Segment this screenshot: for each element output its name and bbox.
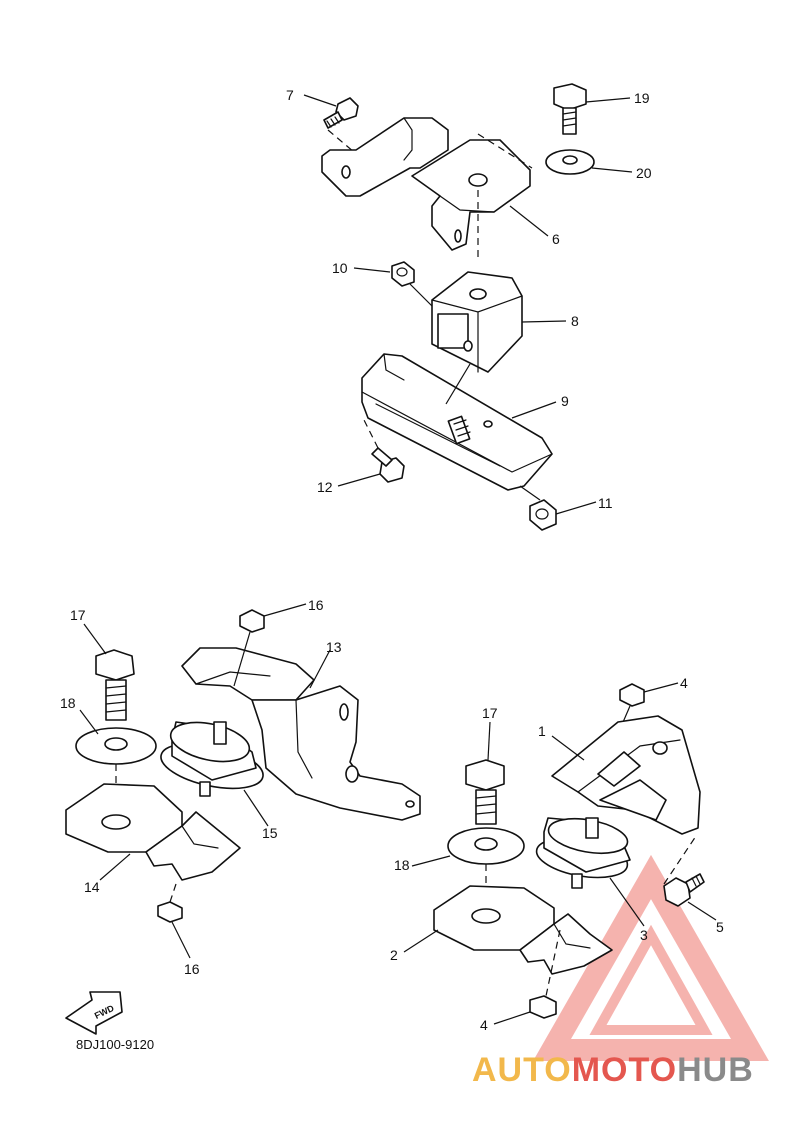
fwd-arrow: FWD <box>65 991 123 1035</box>
callout-2: 2 <box>390 947 398 963</box>
nut-10 <box>391 261 415 287</box>
nut-11 <box>529 499 557 531</box>
callout-16-lower: 16 <box>184 961 200 977</box>
callout-10: 10 <box>332 260 348 276</box>
callout-15: 15 <box>262 825 278 841</box>
bracket-1 <box>551 715 701 835</box>
callout-14: 14 <box>84 879 100 895</box>
callout-20: 20 <box>636 165 652 181</box>
washer-20 <box>545 149 595 175</box>
callout-11: 11 <box>598 495 613 511</box>
callout-4-lower: 4 <box>480 1017 488 1033</box>
watermark-auto: AUTO <box>472 1051 572 1089</box>
watermark-hub: HUB <box>677 1051 754 1089</box>
bracket-14 <box>65 783 241 881</box>
callout-17-left: 17 <box>70 607 86 623</box>
callout-17-right: 17 <box>482 705 498 721</box>
washer-18-right <box>447 827 525 865</box>
upper-bracket-6 <box>321 117 531 251</box>
nut-4-lower <box>529 995 557 1019</box>
diagram-code: 8DJ100-9120 <box>76 1037 154 1052</box>
callout-19: 19 <box>634 90 650 106</box>
washer-18-left <box>75 727 157 765</box>
bracket-2 <box>433 885 613 975</box>
callout-5: 5 <box>716 919 724 935</box>
lower-mount-9 <box>361 353 553 491</box>
callout-1: 1 <box>538 723 546 739</box>
callout-18-left: 18 <box>60 695 76 711</box>
callout-6: 6 <box>552 231 560 247</box>
damper-15 <box>160 721 264 797</box>
bolt-17-right <box>465 759 505 825</box>
callout-7: 7 <box>286 87 294 103</box>
damper-8 <box>431 271 523 373</box>
callout-13: 13 <box>326 639 342 655</box>
watermark-inner-triangle <box>589 924 713 1035</box>
leader-lines <box>79 94 717 1025</box>
nut-4-upper <box>619 683 645 707</box>
callout-4-upper: 4 <box>680 675 688 691</box>
bolt-19 <box>553 83 587 135</box>
nut-16-lower-left <box>157 901 183 923</box>
nut-16-upper <box>239 609 265 633</box>
bolt-17-left <box>95 649 135 721</box>
callout-16-upper: 16 <box>308 597 324 613</box>
callout-3: 3 <box>640 927 648 943</box>
callout-12: 12 <box>317 479 333 495</box>
watermark-triangle <box>533 854 769 1061</box>
svg-text:AUTOMOTOHUB: AUTOMOTOHUB <box>472 1051 754 1089</box>
watermark-moto: MOTO <box>572 1051 677 1089</box>
watermark-logo: AUTOMOTOHUB <box>472 854 769 1089</box>
callout-9: 9 <box>561 393 569 409</box>
damper-3 <box>535 817 631 889</box>
callout-18-right: 18 <box>394 857 410 873</box>
bolt-12 <box>371 447 405 483</box>
callout-numbers: 7 19 20 6 10 8 9 12 11 17 16 13 18 15 14… <box>60 87 724 1033</box>
callout-8: 8 <box>571 313 579 329</box>
mount-bracket-13 <box>181 647 421 821</box>
bolt-5 <box>663 873 705 907</box>
bolt-7 <box>323 97 359 129</box>
